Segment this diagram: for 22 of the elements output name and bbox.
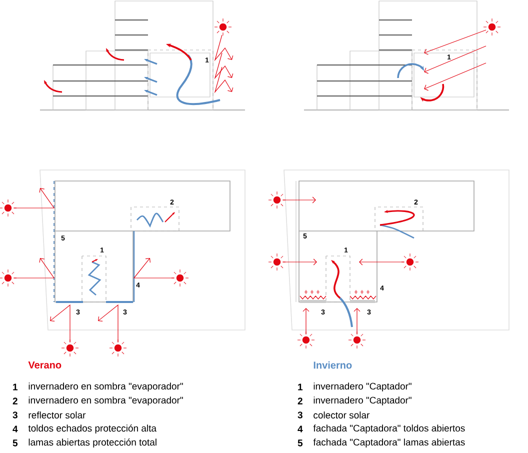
legend-text: reflector solar xyxy=(28,412,86,418)
legend-number: 3 xyxy=(298,412,302,418)
legend-text: fachada "Captadora" toldos abiertos xyxy=(313,424,465,434)
season-heading: Verano xyxy=(28,362,62,368)
legend-number: 1 xyxy=(13,384,18,390)
legend-text: invernadero en sombra "evaporador" xyxy=(28,396,183,406)
legend-text: fachada "Captadora" lamas abiertas xyxy=(313,438,465,448)
legend-text: toldos echados protección alta xyxy=(28,424,156,434)
legend-text: lamas abiertas protección total xyxy=(28,438,156,448)
season-heading: Invierno xyxy=(314,361,352,369)
legend-text: invernadero en sombra "evaporador" xyxy=(28,382,183,392)
legend-number: 2 xyxy=(12,398,18,404)
legend-number: 5 xyxy=(298,440,303,446)
legend-text: invernadero "Captador" xyxy=(314,382,412,392)
legend-number: 5 xyxy=(12,440,18,446)
legend-number: 4 xyxy=(298,426,303,432)
legend-number: 4 xyxy=(12,426,18,432)
legend-number: 2 xyxy=(298,398,302,404)
legend-text: colector solar xyxy=(314,412,370,418)
legend-number: 3 xyxy=(12,412,18,418)
legend-text: invernadero "Captador" xyxy=(314,396,412,406)
legend-number: 1 xyxy=(298,384,303,390)
